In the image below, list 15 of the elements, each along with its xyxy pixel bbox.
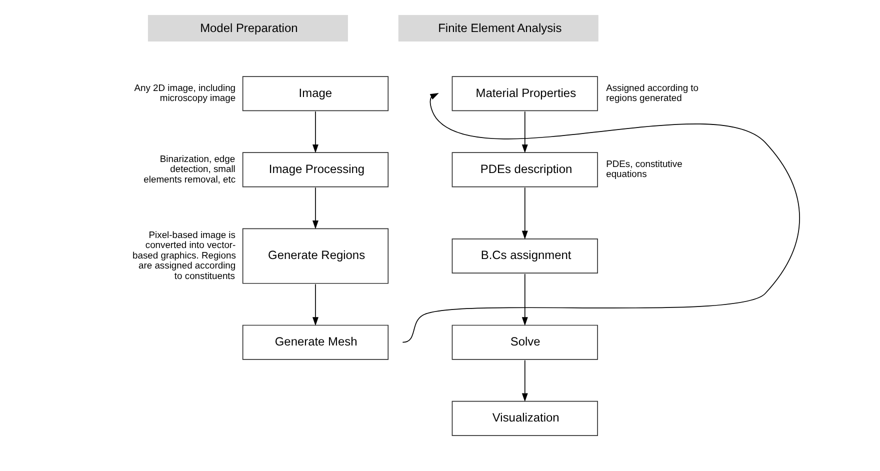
arrow bbox=[522, 360, 528, 402]
node-label: PDEs, constitutive equations bbox=[606, 158, 682, 180]
arrow bbox=[312, 187, 318, 230]
node-label: Any 2D image, including microscopy image bbox=[134, 82, 236, 104]
node-box: Model Preparation bbox=[148, 14, 348, 42]
arrow bbox=[522, 274, 528, 326]
node-label: Assigned according to regions generated bbox=[606, 82, 698, 104]
arrow bbox=[522, 111, 528, 154]
arrow bbox=[312, 111, 318, 154]
arrow bbox=[522, 187, 528, 240]
node-box: Finite Element Analysis bbox=[398, 14, 598, 42]
arrow bbox=[402, 93, 800, 343]
node-label: Binarization, edge detection, small elements removal, etc bbox=[144, 152, 236, 184]
arrow bbox=[312, 284, 318, 326]
node-label: Pixel-based image is converted into vector-based graphics. Regions are assigned according to constituents bbox=[132, 228, 236, 281]
